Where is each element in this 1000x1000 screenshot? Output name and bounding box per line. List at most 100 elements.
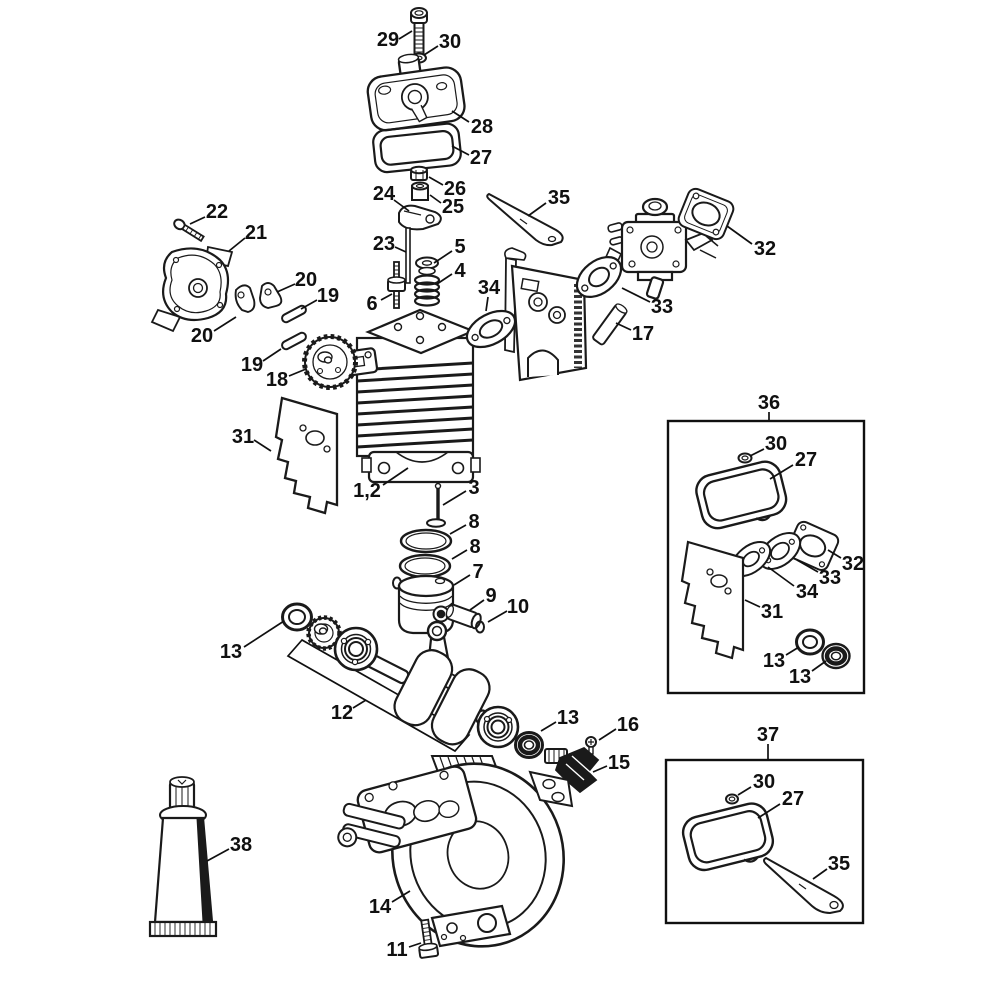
leader-line-5 [433,250,453,264]
leader-line-13 [785,646,800,656]
callout-label-17: 17 [632,323,654,345]
leader-line-21 [228,237,246,252]
leader-line-34 [485,296,489,312]
carburetor-gasket-32-illustration [677,187,735,241]
push-rod-23-illustration [405,227,411,284]
valve-spring-4-illustration [413,274,441,307]
leader-line-27 [757,803,781,819]
leader-line-13 [540,721,557,732]
callout-label-34: 34 [478,277,501,299]
leader-line-15 [592,765,608,773]
callout-label-36: 36 [758,392,780,414]
leader-line-20 [213,316,237,332]
callout-label-19: 19 [241,354,263,376]
callout-label-30: 30 [439,31,461,53]
cylinder-1-2-illustration [339,308,481,484]
callout-label-5: 5 [454,236,465,258]
callout-label-31: 31 [232,426,254,448]
pinion-gear-illustration [306,615,342,651]
leader-line-4 [436,273,453,285]
kit37-scraper-tool-35-illustration [763,856,844,915]
callout-label-31: 31 [761,601,783,623]
adjusting-screw-6-illustration [387,261,406,309]
kit37-cover-gasket-27-illustration [681,802,775,872]
pin-19b-illustration [281,331,307,351]
callout-label-29: 29 [377,29,399,51]
scraper-tool-35-illustration [486,192,564,247]
pin-19a-illustration [281,304,307,324]
leader-line-8 [449,524,467,535]
leader-line-8 [451,549,468,560]
callout-label-9: 9 [485,585,496,607]
leader-line-33 [621,287,651,303]
leader-line-30 [423,45,439,56]
leader-line-27 [769,464,794,480]
leader-line-23 [394,246,407,253]
leader-line-27 [451,145,470,156]
kit37-washer-30-illustration [725,793,739,805]
ball-bearing-right-illustration [476,705,520,749]
callout-label-35: 35 [548,187,570,209]
leader-line-38 [206,848,230,862]
kit36-oil-seal-13b-illustration [821,642,851,670]
oil-pump-15-illustration [544,746,600,794]
callout-label-24: 24 [373,183,396,205]
callout-label-27: 27 [470,147,492,169]
callout-label-22: 22 [206,201,228,223]
leader-line-10 [487,610,508,623]
flange-gasket-33-illustration [575,256,623,298]
callout-label-13: 13 [557,707,579,729]
leader-line-26 [428,176,444,186]
leader-line-11 [408,942,422,948]
callout-label-4: 4 [454,260,466,282]
flange-gasket-34-illustration [465,309,517,349]
leader-line-30 [737,786,752,796]
callout-label-11: 11 [386,939,407,961]
callout-label-20: 20 [191,325,213,347]
bolt-11-illustration [418,918,440,959]
crankcase-14-illustration [337,755,574,948]
callout-label-32: 32 [754,238,776,260]
leader-line-3 [442,490,467,506]
kit36-oil-seal-13a-illustration [795,628,825,656]
circlip-10b-illustration [475,620,485,634]
leader-line-29 [398,30,413,40]
kit-box-36 [666,419,866,695]
callout-label-12: 12 [331,702,353,724]
leader-line-16 [598,728,617,741]
callout-label-25: 25 [442,196,464,218]
callout-label-33: 33 [819,567,841,589]
callout-label-13: 13 [789,666,811,688]
kit36-cover-gasket-27-illustration [695,460,788,530]
callout-label-19: 19 [317,285,339,307]
callout-label-35: 35 [828,853,850,875]
cylinder-head-cover-28-illustration [366,53,466,132]
bolt-29-illustration [410,7,428,57]
timing-cover-21-illustration [150,245,234,333]
callout-label-15: 15 [608,752,630,774]
callout-label-28: 28 [471,116,493,138]
kit36-washer-30-illustration [737,452,753,464]
kit36-gasket-33-illustration [758,532,802,570]
callout-label-30: 30 [753,771,775,793]
leader-line-31 [253,439,272,452]
piston-7-illustration [397,574,455,635]
leader-line-18 [288,368,307,377]
leader-line-6 [380,293,393,301]
leader-line-30 [749,448,765,457]
bushing-25-illustration [411,181,429,201]
piston-ring-8b-illustration [398,553,452,579]
callout-label-27: 27 [795,449,817,471]
callout-label-14: 14 [369,896,392,918]
callout-label-6: 6 [366,293,377,315]
leader-line-33 [796,559,819,573]
cover-gasket-27-illustration [372,122,462,174]
oil-seal-13-right-illustration [514,731,544,759]
kit-box-37 [664,758,865,925]
callout-label-8: 8 [469,536,480,558]
callout-label-27: 27 [782,788,804,810]
leader-line-34 [767,566,795,587]
nut-26-illustration [410,165,428,181]
leader-line-1,2 [382,467,409,486]
